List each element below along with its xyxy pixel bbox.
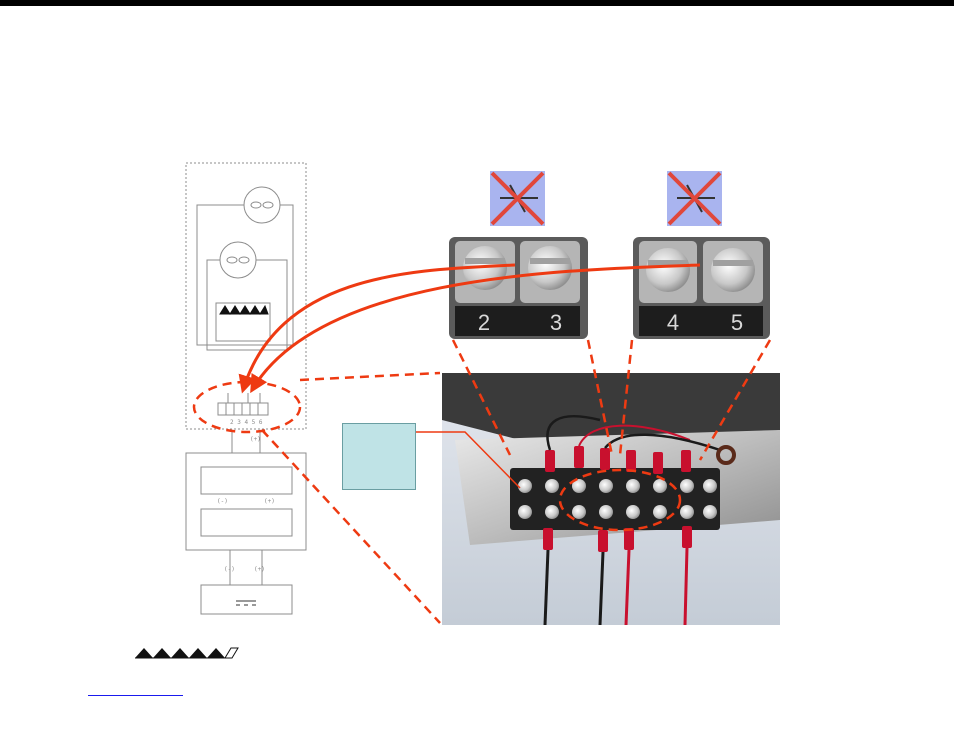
schematic-polarity-label: (+) xyxy=(254,566,265,573)
heater-block xyxy=(215,302,271,342)
cross-out-icon xyxy=(490,171,545,226)
schematic-terminal-strip xyxy=(217,402,269,416)
fan-icon xyxy=(243,186,281,224)
controller-box xyxy=(185,452,307,551)
top-border xyxy=(0,0,954,6)
schematic-polarity-label: (-) xyxy=(217,498,228,505)
terminal-number-label: 3 xyxy=(550,310,562,335)
terminal-number-label: 2 xyxy=(478,310,490,335)
schematic-labels: 2 3 4 5 6 (+) (-) (+) (-) (+) xyxy=(217,419,275,573)
cross-out-icon xyxy=(667,171,722,226)
schematic-polarity-label: (+) xyxy=(250,436,261,443)
heater-icon xyxy=(219,304,269,315)
heater-icon xyxy=(135,647,239,659)
schematic-polarity-label: (+) xyxy=(264,498,275,505)
closeup-photo-left: 2 3 xyxy=(449,237,588,339)
fan-icon xyxy=(219,241,257,279)
terminal-block-photo xyxy=(442,373,780,626)
zoom-connectors xyxy=(261,339,772,624)
terminal-highlight-ellipse xyxy=(192,380,302,434)
closeup-photo-right: 4 5 xyxy=(633,237,770,339)
battery-box xyxy=(200,584,293,615)
schematic xyxy=(185,162,307,615)
schematic-enclosure xyxy=(185,162,307,430)
battery-icon xyxy=(236,600,256,606)
terminal-number-label: 5 xyxy=(731,310,743,335)
callout-box xyxy=(342,423,416,490)
footer-link[interactable] xyxy=(88,681,183,696)
schematic-polarity-label: (-) xyxy=(224,566,235,573)
terminal-number-label: 4 xyxy=(667,310,679,335)
callout-leader xyxy=(416,431,521,489)
connection-arrows xyxy=(238,263,701,394)
photo-highlight-ellipse xyxy=(558,468,682,532)
schematic-terminal-numbers: 2 3 4 5 6 xyxy=(230,419,263,426)
